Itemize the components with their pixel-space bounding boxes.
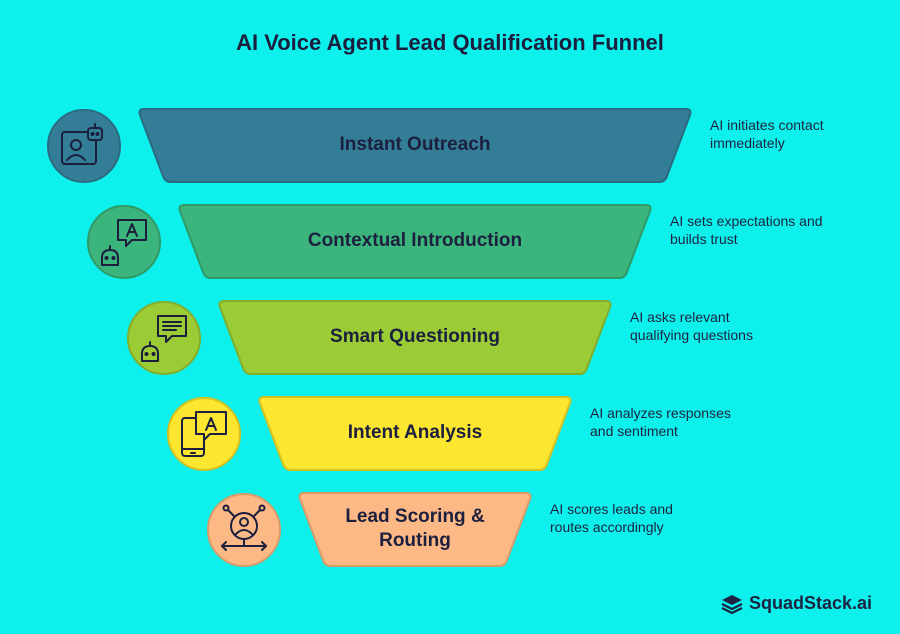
stage-3-label: Smart Questioning [330, 326, 500, 347]
stage-2-desc-line2: builds trust [670, 231, 738, 247]
stage-1-description: AI initiates contact immediately [710, 116, 870, 152]
funnel-segment-4 [258, 396, 572, 471]
stage-4-label: Intent Analysis [347, 422, 483, 443]
stage-5-label-line2: Routing [379, 530, 451, 551]
stack-layers-icon [721, 594, 743, 614]
brand-logo: SquadStack.ai [721, 593, 872, 614]
funnel-segment-5 [298, 492, 532, 567]
stage-5-desc-line2: routes accordingly [550, 519, 664, 535]
stage-3-desc-line1: AI asks relevant [630, 309, 730, 325]
stage-2-icon-circle [87, 205, 161, 279]
stage-4-description: AI analyzes responses and sentiment [590, 404, 750, 440]
stage-3-description: AI asks relevant qualifying questions [630, 308, 790, 344]
funnel-segment-1 [138, 108, 692, 183]
robot-chat-lines-icon [141, 315, 187, 362]
stage-1-label: Instant Outreach [339, 134, 491, 155]
stage-5-label-line1: Lead Scoring & [345, 506, 485, 527]
stage-3-icon-circle [127, 301, 201, 375]
stage-1-desc-line1: AI initiates contact [710, 117, 824, 133]
person-routing-icon [221, 504, 267, 551]
funnel-segment-2 [178, 204, 652, 279]
phone-message-icon [181, 411, 227, 457]
stage-5-description: AI scores leads and routes accordingly [550, 500, 710, 536]
stage-4-desc-line2: and sentiment [590, 423, 678, 439]
page-title: AI Voice Agent Lead Qualification Funnel [236, 30, 664, 55]
stage-1-icon-circle [47, 109, 121, 183]
stage-2-desc-line1: AI sets expectations and [670, 213, 823, 229]
stage-3-desc-line2: qualifying questions [630, 327, 753, 343]
funnel-segment-3 [218, 300, 612, 375]
brand-name: SquadStack.ai [748, 593, 872, 613]
stage-2-label: Contextual Introduction [307, 230, 523, 251]
stage-5-desc-line1: AI scores leads and [550, 501, 673, 517]
stage-2-description: AI sets expectations and builds trust [670, 212, 850, 248]
stage-1-desc-line2: immediately [710, 135, 785, 151]
stage-5-label: Lead Scoring & Routing [290, 505, 540, 553]
robot-id-card-icon [61, 123, 103, 165]
stage-4-desc-line1: AI analyzes responses [590, 405, 731, 421]
robot-speech-bubble-icon [101, 219, 147, 266]
